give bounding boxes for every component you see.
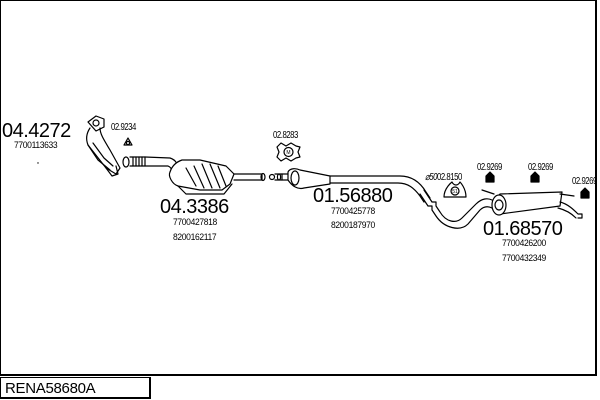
clamp-icon-label: M: [286, 150, 290, 156]
oe-number-catalyst-1: 7700427818: [173, 217, 217, 228]
accessory-label-mount[interactable]: ⌀5002.8150: [425, 173, 462, 183]
front-cat-drawing[interactable]: [86, 115, 121, 177]
part-number-rear-silencer[interactable]: 01.68570: [483, 218, 563, 240]
diagram-frame: [0, 0, 597, 376]
oe-number-rear-silencer-1: 7700426200: [502, 238, 546, 249]
rubber-mount-drawing[interactable]: [443, 181, 467, 198]
gasket-triangle-drawing[interactable]: [123, 137, 133, 146]
dot-mark: [37, 162, 39, 164]
catalyst-drawing[interactable]: [144, 156, 266, 195]
clamp-drawing[interactable]: [276, 142, 301, 162]
oe-number-front-cat-1: 7700113633: [14, 140, 58, 151]
hanger-2-drawing[interactable]: [530, 171, 540, 183]
rear-silencer-drawing[interactable]: [481, 189, 583, 219]
middle-silencer-drawing[interactable]: [281, 168, 431, 203]
hanger-1-drawing[interactable]: [485, 171, 495, 183]
mount-icon-label: 51: [452, 189, 458, 195]
oe-number-middle-silencer-2: 8200187970: [331, 220, 375, 231]
accessory-label-hanger-3[interactable]: 02.9269: [572, 176, 597, 187]
connecting-pipe-drawing[interactable]: [419, 189, 493, 229]
diagram-code: RENA58680A: [5, 380, 96, 397]
part-number-middle-silencer[interactable]: 01.56880: [313, 185, 393, 207]
part-number-catalyst[interactable]: 04.3386: [160, 196, 229, 218]
mount-part-number: 02.8150: [436, 172, 462, 183]
hanger-3-drawing[interactable]: [580, 187, 590, 199]
oe-number-rear-silencer-2: 7700432349: [502, 253, 546, 264]
accessory-label-gasket[interactable]: 02.9234: [111, 122, 136, 133]
accessory-label-hanger-2[interactable]: 02.9269: [528, 162, 553, 173]
accessory-label-clamp[interactable]: 02.8283: [273, 130, 298, 141]
diagram-code-box: RENA58680A: [0, 377, 151, 399]
diameter-prefix: ⌀50: [425, 172, 437, 183]
oe-number-middle-silencer-1: 7700425778: [331, 206, 375, 217]
part-number-front-cat[interactable]: 04.4272: [2, 120, 71, 142]
connector-drawing[interactable]: [268, 173, 283, 181]
oe-number-catalyst-2: 8200162117: [173, 232, 217, 243]
accessory-label-hanger-1[interactable]: 02.9269: [477, 162, 502, 173]
flex-joint-drawing[interactable]: [122, 156, 146, 168]
